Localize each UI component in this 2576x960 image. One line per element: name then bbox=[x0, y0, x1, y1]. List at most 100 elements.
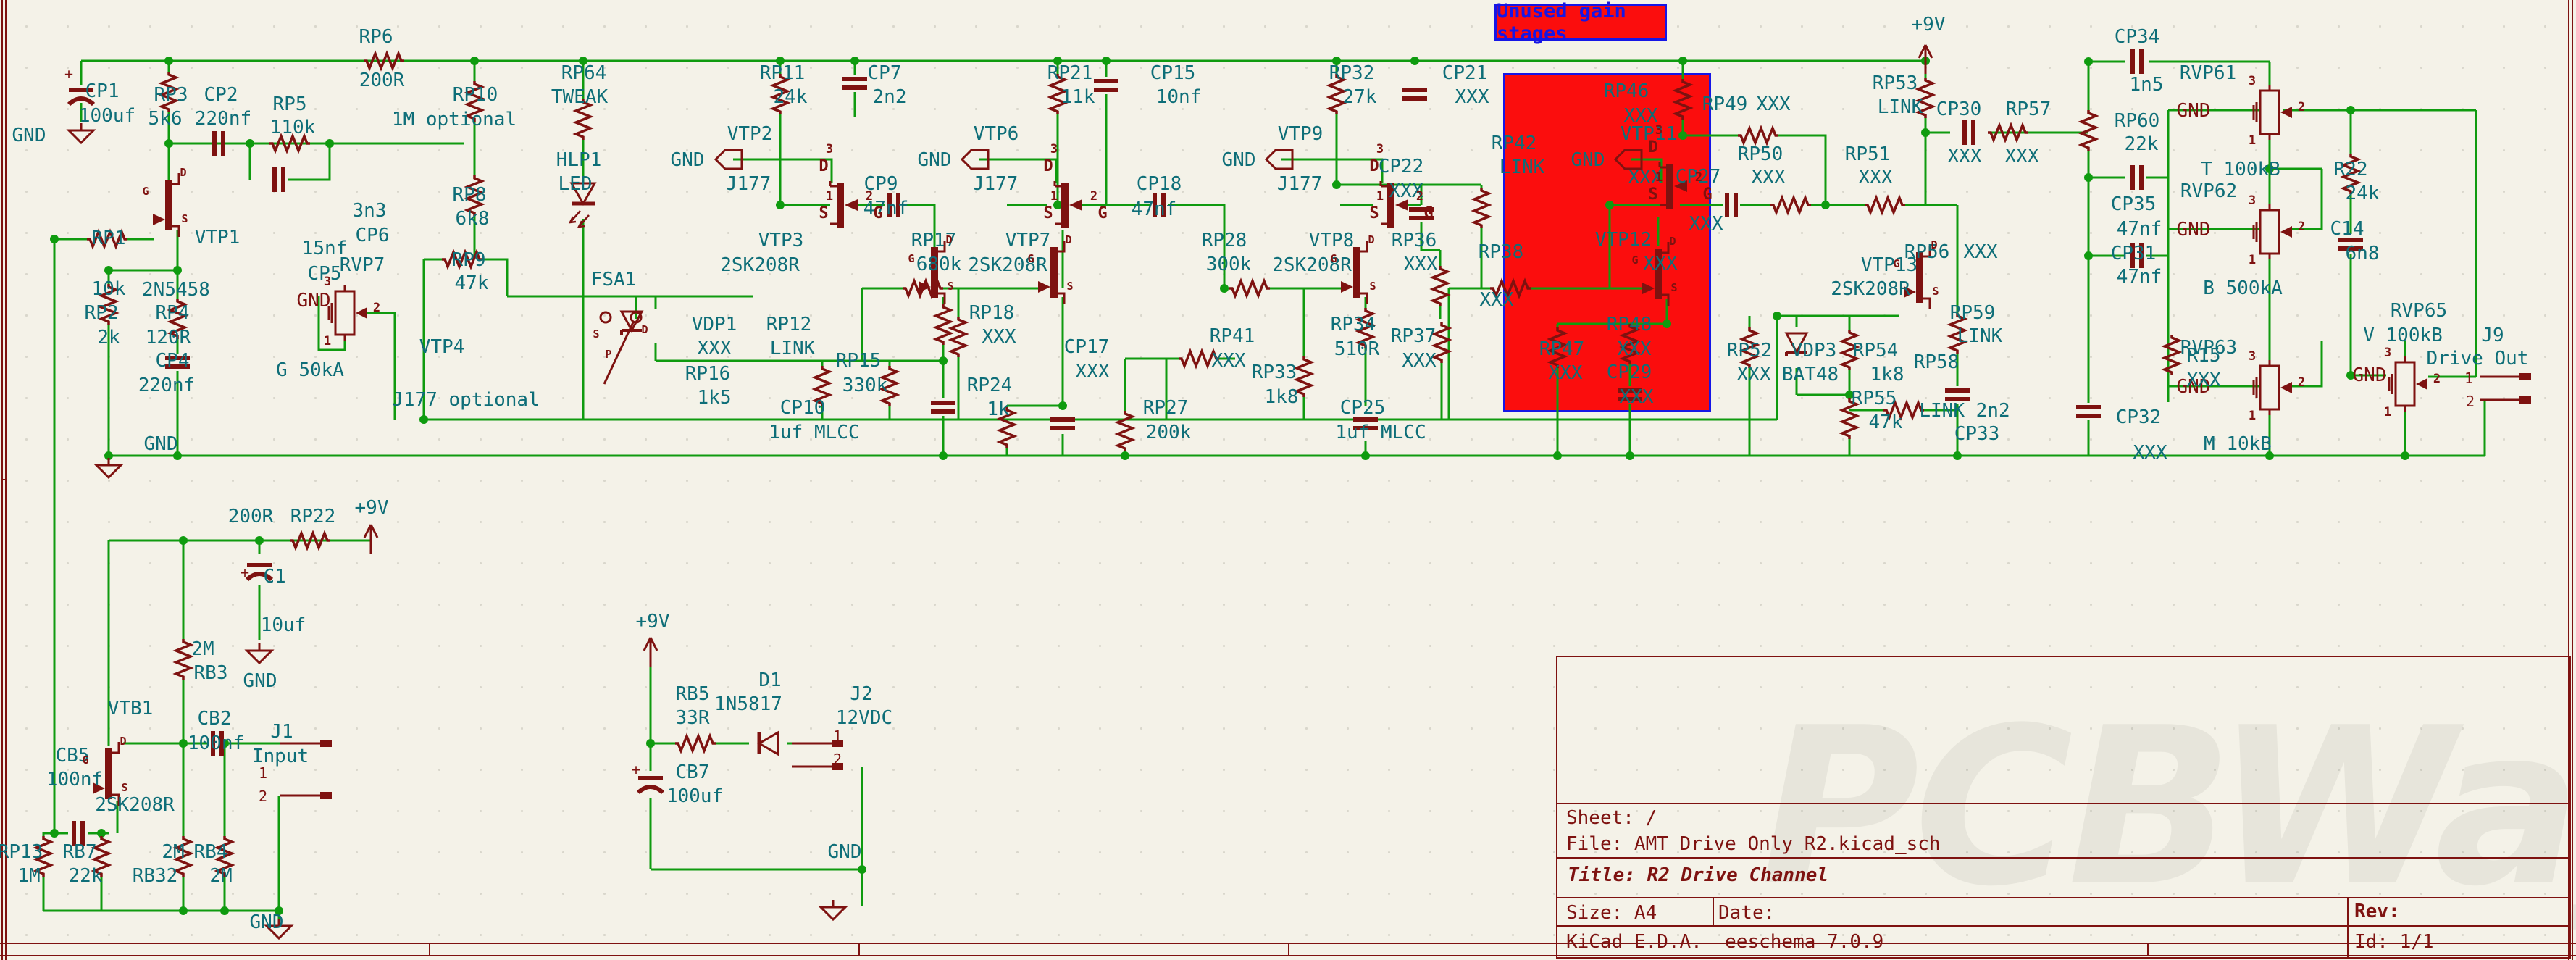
component-RVP61[interactable] bbox=[2252, 85, 2292, 140]
field-label[interactable]: 220nf bbox=[138, 375, 195, 396]
field-label[interactable]: LED bbox=[559, 173, 593, 195]
component-RP37[interactable] bbox=[1431, 322, 1452, 363]
field-label[interactable]: Drive Out bbox=[2427, 348, 2529, 370]
component-RP46[interactable] bbox=[1672, 79, 1694, 120]
component-D1[interactable] bbox=[756, 730, 779, 756]
field-label[interactable]: 2 bbox=[2466, 393, 2475, 410]
field-label[interactable]: RP58 bbox=[1914, 351, 1960, 373]
power-arrow[interactable] bbox=[643, 637, 658, 667]
component-CP27[interactable] bbox=[1725, 193, 1738, 217]
component-RVP7[interactable] bbox=[327, 285, 367, 341]
field-label[interactable]: RP55 bbox=[1852, 388, 1897, 409]
component-RP12[interactable] bbox=[932, 304, 954, 345]
field-label[interactable]: 2M bbox=[209, 865, 232, 887]
unused-gain-stages-highlight[interactable] bbox=[1503, 73, 1711, 412]
field-label[interactable]: RP6 bbox=[359, 26, 393, 48]
field-label[interactable]: J9 bbox=[2481, 325, 2504, 346]
field-label[interactable]: 200R bbox=[228, 506, 274, 527]
field-label[interactable]: 2 bbox=[259, 788, 267, 805]
field-label[interactable]: 1k8 bbox=[1870, 364, 1904, 385]
field-label[interactable]: VTP9 bbox=[1278, 123, 1323, 145]
component-RP24[interactable] bbox=[996, 407, 1018, 448]
field-label[interactable]: VTP8 bbox=[1309, 230, 1355, 251]
field-label[interactable]: XXX bbox=[1644, 253, 1678, 275]
field-label[interactable]: TWEAK bbox=[551, 86, 609, 108]
component-VTP12[interactable] bbox=[1642, 242, 1670, 306]
component-VTP13[interactable] bbox=[1904, 246, 1931, 309]
field-label[interactable]: J2 bbox=[850, 683, 872, 705]
field-label[interactable]: XXX bbox=[1402, 350, 1437, 372]
field-label[interactable]: +9V bbox=[355, 497, 389, 519]
field-label[interactable]: C1 bbox=[263, 566, 285, 588]
field-label[interactable]: RP57 bbox=[2006, 99, 2052, 120]
field-label[interactable]: RP41 bbox=[1210, 325, 1255, 347]
component-RP3[interactable] bbox=[158, 72, 180, 112]
field-label[interactable]: VTP1 bbox=[195, 227, 241, 249]
component-CP22[interactable] bbox=[1409, 207, 1434, 220]
field-label[interactable]: RP37 bbox=[1391, 325, 1437, 347]
component-RP38[interactable] bbox=[1490, 277, 1531, 299]
field-label[interactable]: RP2 bbox=[85, 302, 119, 324]
component-RP58[interactable] bbox=[1883, 399, 1924, 421]
field-label[interactable]: RP33 bbox=[1252, 362, 1297, 383]
field-label[interactable]: RP11 bbox=[760, 62, 806, 84]
field-label[interactable]: GND bbox=[243, 670, 277, 692]
field-label[interactable]: 47k bbox=[1869, 412, 1903, 433]
component-RP15[interactable] bbox=[879, 366, 900, 406]
field-label[interactable]: XXX bbox=[1752, 167, 1786, 188]
field-label[interactable]: RP36 bbox=[1392, 230, 1437, 251]
field-label[interactable]: D1 bbox=[758, 669, 781, 691]
component-R15[interactable] bbox=[2161, 335, 2183, 375]
field-label[interactable]: 110k bbox=[270, 117, 316, 138]
component-RP18[interactable] bbox=[948, 317, 969, 357]
component-CB5[interactable] bbox=[72, 821, 85, 846]
field-label[interactable]: LINK bbox=[1878, 96, 1923, 118]
field-label[interactable]: RP52 bbox=[1727, 340, 1773, 362]
field-label[interactable]: XXX bbox=[1737, 364, 1771, 385]
field-label[interactable]: CP29 bbox=[1607, 362, 1652, 383]
field-label[interactable]: XXX bbox=[1212, 350, 1246, 372]
field-label[interactable]: LINK bbox=[1500, 156, 1545, 178]
gnd-symbol[interactable] bbox=[960, 149, 990, 170]
field-label[interactable]: G 50kA bbox=[276, 359, 344, 381]
component-VTP2[interactable] bbox=[829, 181, 858, 228]
component-CB2[interactable] bbox=[211, 731, 224, 756]
field-label[interactable]: 220nf bbox=[195, 108, 251, 130]
field-label[interactable]: CP35 bbox=[2111, 193, 2157, 215]
field-label[interactable]: 12VDC bbox=[836, 707, 892, 729]
field-label[interactable]: 1 bbox=[833, 727, 842, 745]
field-label[interactable]: J177 bbox=[726, 173, 771, 195]
field-label[interactable]: VTP7 bbox=[1005, 230, 1051, 251]
component-RP64[interactable] bbox=[572, 99, 594, 140]
component-J9[interactable] bbox=[2480, 373, 2531, 380]
component-RP13[interactable] bbox=[33, 836, 54, 877]
field-label[interactable]: RP10 bbox=[453, 84, 498, 106]
field-label[interactable]: RP49 bbox=[1702, 93, 1748, 115]
field-label[interactable]: 47nf bbox=[863, 198, 909, 220]
component-VDP3[interactable] bbox=[1784, 332, 1809, 356]
component-CP31[interactable] bbox=[2130, 243, 2144, 268]
field-label[interactable]: XXX bbox=[1076, 361, 1110, 383]
field-label[interactable]: 2N5458 bbox=[142, 279, 210, 301]
component-J9[interactable] bbox=[2480, 396, 2531, 404]
component-RB7[interactable] bbox=[91, 836, 112, 877]
field-label[interactable]: XXX bbox=[982, 326, 1016, 348]
field-label[interactable]: GND bbox=[828, 841, 862, 863]
field-label[interactable]: M 10kB bbox=[2204, 433, 2272, 455]
component-RP2[interactable] bbox=[98, 284, 120, 325]
component-RP47[interactable] bbox=[1547, 327, 1568, 368]
field-label[interactable]: 47nf bbox=[2117, 266, 2162, 288]
component-J2[interactable] bbox=[792, 763, 843, 770]
field-label[interactable]: 2n2 bbox=[873, 86, 907, 108]
field-label[interactable]: RP12 bbox=[766, 314, 812, 335]
field-label[interactable]: XXX bbox=[2187, 370, 2221, 391]
field-label[interactable]: RP5 bbox=[273, 93, 307, 115]
component-VTB1[interactable] bbox=[93, 742, 120, 806]
field-label[interactable]: 27k bbox=[1343, 86, 1377, 108]
field-label[interactable]: RB32 bbox=[133, 865, 178, 887]
field-label[interactable]: CP21 bbox=[1442, 62, 1488, 84]
field-label[interactable]: 300k bbox=[1206, 254, 1252, 275]
component-RP1[interactable] bbox=[87, 228, 127, 250]
gnd-symbol[interactable] bbox=[264, 919, 294, 940]
